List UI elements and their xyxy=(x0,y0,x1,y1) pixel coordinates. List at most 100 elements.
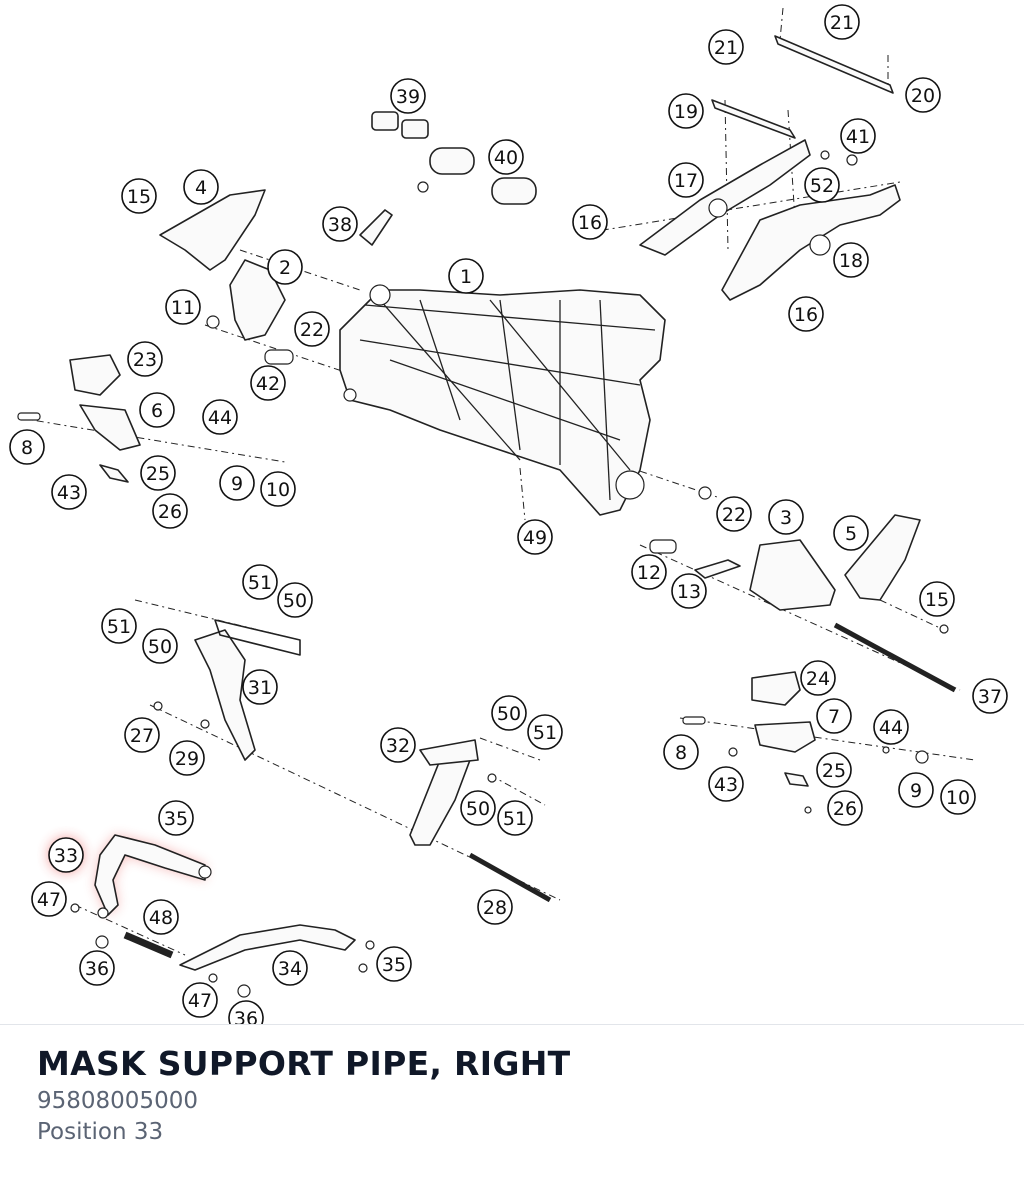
callout-text: 36 xyxy=(234,1008,258,1024)
callout-text: 27 xyxy=(130,725,154,747)
callout-text: 34 xyxy=(278,958,302,980)
callout-9[interactable]: 9 xyxy=(898,772,934,808)
callout-43[interactable]: 43 xyxy=(51,474,87,510)
callout-10[interactable]: 10 xyxy=(940,779,976,815)
callout-15[interactable]: 15 xyxy=(919,581,955,617)
frame-part xyxy=(339,284,666,516)
callout-1[interactable]: 1 xyxy=(448,258,484,294)
callout-text: 3 xyxy=(780,507,792,529)
callout-32[interactable]: 32 xyxy=(380,727,416,763)
callout-6[interactable]: 6 xyxy=(139,392,175,428)
callout-51[interactable]: 51 xyxy=(101,608,137,644)
callout-18[interactable]: 18 xyxy=(833,242,869,278)
callout-text: 44 xyxy=(208,407,232,429)
callout-text: 7 xyxy=(828,706,840,728)
callout-16[interactable]: 16 xyxy=(788,296,824,332)
callout-text: 50 xyxy=(466,798,490,820)
callout-text: 51 xyxy=(107,616,131,638)
callout-23[interactable]: 23 xyxy=(127,341,163,377)
callout-text: 12 xyxy=(637,562,661,584)
callout-15[interactable]: 15 xyxy=(121,178,157,214)
callout-27[interactable]: 27 xyxy=(124,717,160,753)
callout-36[interactable]: 36 xyxy=(228,1000,264,1024)
callout-21[interactable]: 21 xyxy=(708,29,744,65)
callout-28[interactable]: 28 xyxy=(477,889,513,925)
callout-43[interactable]: 43 xyxy=(708,766,744,802)
callout-40[interactable]: 40 xyxy=(488,139,524,175)
callout-50[interactable]: 50 xyxy=(460,790,496,826)
callout-35[interactable]: 35 xyxy=(376,946,412,982)
right-bracket-parts xyxy=(649,486,957,693)
right-footpeg-parts xyxy=(682,671,929,814)
callout-25[interactable]: 25 xyxy=(140,455,176,491)
callout-text: 21 xyxy=(714,37,738,59)
callout-8[interactable]: 8 xyxy=(9,429,45,465)
callout-text: 37 xyxy=(978,686,1002,708)
callout-50[interactable]: 50 xyxy=(491,695,527,731)
callout-text: 43 xyxy=(57,482,81,504)
callout-38[interactable]: 38 xyxy=(322,206,358,242)
callout-31[interactable]: 31 xyxy=(242,669,278,705)
callout-50[interactable]: 50 xyxy=(142,628,178,664)
callout-50[interactable]: 50 xyxy=(277,582,313,618)
callout-42[interactable]: 42 xyxy=(250,365,286,401)
callout-41[interactable]: 41 xyxy=(840,118,876,154)
callout-24[interactable]: 24 xyxy=(800,660,836,696)
callout-text: 44 xyxy=(879,717,903,739)
callout-text: 25 xyxy=(822,760,846,782)
callout-21[interactable]: 21 xyxy=(824,4,860,40)
callout-39[interactable]: 39 xyxy=(390,78,426,114)
callout-8[interactable]: 8 xyxy=(663,734,699,770)
callout-48[interactable]: 48 xyxy=(143,899,179,935)
callout-text: 29 xyxy=(175,748,199,770)
callout-17[interactable]: 17 xyxy=(668,162,704,198)
callout-3[interactable]: 3 xyxy=(768,499,804,535)
callout-13[interactable]: 13 xyxy=(671,573,707,609)
callout-47[interactable]: 47 xyxy=(31,881,67,917)
callout-52[interactable]: 52 xyxy=(804,167,840,203)
callout-20[interactable]: 20 xyxy=(905,77,941,113)
callout-7[interactable]: 7 xyxy=(816,698,852,734)
callout-text: 21 xyxy=(830,12,854,34)
callout-51[interactable]: 51 xyxy=(497,800,533,836)
callout-9[interactable]: 9 xyxy=(219,465,255,501)
callout-26[interactable]: 26 xyxy=(152,493,188,529)
callout-text: 43 xyxy=(714,774,738,796)
callout-text: 19 xyxy=(674,101,698,123)
callout-44[interactable]: 44 xyxy=(202,399,238,435)
callout-37[interactable]: 37 xyxy=(972,678,1008,714)
callout-text: 26 xyxy=(833,798,857,820)
callout-22[interactable]: 22 xyxy=(294,311,330,347)
callout-22[interactable]: 22 xyxy=(716,496,752,532)
callout-2[interactable]: 2 xyxy=(267,249,303,285)
callout-text: 20 xyxy=(911,85,935,107)
callout-text: 38 xyxy=(328,214,352,236)
callout-19[interactable]: 19 xyxy=(668,93,704,129)
callout-text: 35 xyxy=(164,808,188,830)
callout-33[interactable]: 33 xyxy=(48,837,84,873)
callout-5[interactable]: 5 xyxy=(833,515,869,551)
part-number: 95808005000 xyxy=(37,1088,198,1114)
callout-11[interactable]: 11 xyxy=(165,289,201,325)
callout-36[interactable]: 36 xyxy=(79,950,115,986)
callout-49[interactable]: 49 xyxy=(517,519,553,555)
callout-44[interactable]: 44 xyxy=(873,709,909,745)
callout-51[interactable]: 51 xyxy=(242,564,278,600)
callout-47[interactable]: 47 xyxy=(182,982,218,1018)
callout-35[interactable]: 35 xyxy=(158,800,194,836)
callout-25[interactable]: 25 xyxy=(816,752,852,788)
callout-text: 11 xyxy=(171,297,195,319)
callout-29[interactable]: 29 xyxy=(169,740,205,776)
callout-10[interactable]: 10 xyxy=(260,471,296,507)
callout-34[interactable]: 34 xyxy=(272,950,308,986)
callout-text: 15 xyxy=(925,589,949,611)
other-pipe-parts xyxy=(70,903,375,998)
mask-support-pipe-right-highlight xyxy=(94,834,212,919)
callout-12[interactable]: 12 xyxy=(631,554,667,590)
callout-26[interactable]: 26 xyxy=(827,790,863,826)
callout-4[interactable]: 4 xyxy=(183,169,219,205)
callout-text: 32 xyxy=(386,735,410,757)
callout-16[interactable]: 16 xyxy=(572,204,608,240)
callout-51[interactable]: 51 xyxy=(527,714,563,750)
callout-text: 22 xyxy=(300,319,324,341)
